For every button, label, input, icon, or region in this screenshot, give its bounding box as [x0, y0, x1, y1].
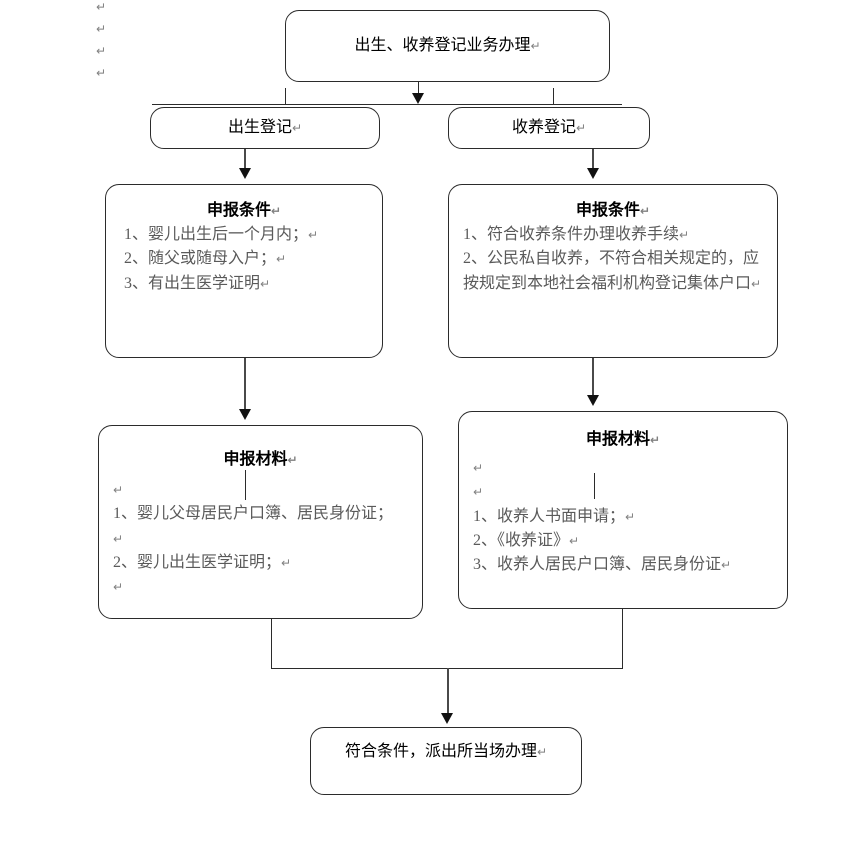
- list-item: 1、收养人书面申请；↵: [473, 507, 636, 525]
- left-condition-to-materials-arrow-icon: [239, 409, 251, 420]
- paragraph-mark-icon: ↵: [291, 121, 303, 135]
- paragraph-mark-icon: ↵: [308, 228, 319, 242]
- right-branch-to-condition-line: [592, 149, 594, 171]
- materials-birth-heading: 申报材料↵: [223, 451, 298, 468]
- left-condition-to-materials-line: [244, 358, 246, 413]
- paragraph-mark-icon: ↵: [575, 121, 587, 135]
- node-adoption-registration-text: 收养登记↵: [511, 119, 587, 136]
- paragraph-mark-icon: ↵: [96, 22, 107, 36]
- right-condition-to-materials-line: [592, 350, 594, 398]
- paragraph-mark-icon: ↵: [287, 453, 298, 467]
- paragraph-mark-icon: ↵: [260, 276, 271, 291]
- paragraph-mark-icon: ↵: [113, 483, 124, 497]
- node-title[interactable]: 出生、收养登记业务办理↵: [285, 10, 610, 82]
- branch-bus-horizontal: [152, 104, 622, 105]
- node-conditions-adoption[interactable]: 申报条件↵ 1、符合收养条件办理收养手续↵ 2、公民私自收养，不符合相关规定的，…: [448, 184, 778, 358]
- paragraph-mark-icon: ↵: [96, 66, 107, 80]
- paragraph-mark-icon: ↵: [649, 433, 661, 447]
- paragraph-mark-icon: ↵: [625, 509, 636, 524]
- branch-stub-right: [553, 88, 554, 105]
- materials-adoption-crossing-stub: [594, 473, 595, 499]
- conditions-adoption-body: 1、符合收养条件办理收养手续↵ 2、公民私自收养，不符合相关规定的，应按规定到本…: [449, 223, 777, 296]
- paragraph-mark-icon: ↵: [569, 533, 580, 548]
- list-item: 2、婴儿出生医学证明；↵: [113, 553, 292, 571]
- paragraph-mark-icon: ↵: [281, 555, 292, 570]
- paragraph-mark-icon: ↵: [96, 0, 107, 14]
- blank-line: ↵: [473, 456, 777, 480]
- list-item: 1、婴儿父母居民户口簿、居民身份证；↵: [113, 505, 394, 546]
- node-birth-registration-text: 出生登记↵: [227, 119, 303, 136]
- conditions-adoption-heading: 申报条件↵: [575, 202, 651, 219]
- paragraph-mark-icon: ↵: [113, 580, 124, 595]
- list-item: 2、随父或随母入户；↵: [124, 250, 287, 268]
- blank-line: ↵: [113, 575, 400, 599]
- node-adoption-registration[interactable]: 收养登记↵: [448, 107, 650, 149]
- paragraph-mark-icon: ↵: [473, 485, 484, 500]
- paragraph-mark-icon: ↵: [113, 531, 124, 546]
- paragraph-mark-icon: ↵: [270, 204, 282, 218]
- paragraph-mark-icon: ↵: [276, 252, 287, 267]
- blank-line: ↵: [113, 478, 400, 502]
- conditions-birth-heading: 申报条件↵: [206, 202, 282, 219]
- title-to-bus-line: [418, 82, 419, 96]
- paragraph-mark-icon: ↵: [473, 461, 484, 475]
- list-item: 2、公民私自收养，不符合相关规定的，应按规定到本地社会福利机构登记集体户口↵: [463, 250, 762, 292]
- list-item: 1、婴儿出生后一个月内；↵: [124, 226, 319, 243]
- node-result-text: 符合条件，派出所当场办理↵: [344, 743, 548, 760]
- conditions-birth-body: 1、婴儿出生后一个月内；↵ 2、随父或随母入户；↵ 3、有出生医学证明↵: [106, 223, 382, 296]
- left-branch-to-condition-line: [244, 149, 246, 171]
- materials-adoption-body: ↵ ↵ 1、收养人书面申请；↵ 2、《收养证》↵ 3、收养人居民户口簿、居民身份…: [459, 456, 787, 578]
- list-item: 3、有出生医学证明↵: [124, 274, 271, 292]
- node-title-text: 出生、收养登记业务办理↵: [354, 37, 541, 54]
- merge-drop-right: [622, 609, 623, 668]
- node-birth-registration[interactable]: 出生登记↵: [150, 107, 380, 149]
- merge-to-result-line: [447, 668, 449, 716]
- node-conditions-birth[interactable]: 申报条件↵ 1、婴儿出生后一个月内；↵ 2、随父或随母入户；↵ 3、有出生医学证…: [105, 184, 383, 358]
- paragraph-mark-icon: ↵: [721, 558, 732, 573]
- title-to-branch-arrow-icon: [412, 93, 424, 104]
- node-materials-adoption[interactable]: 申报材料↵ ↵ ↵ 1、收养人书面申请；↵ 2、《收养证》↵ 3、收养人居民户口…: [458, 411, 788, 609]
- paragraph-mark-icon: ↵: [96, 44, 107, 58]
- branch-stub-left: [285, 88, 286, 105]
- list-item: 2、《收养证》↵: [473, 531, 580, 549]
- paragraph-mark-icon: ↵: [530, 39, 541, 53]
- paragraph-mark-icon: ↵: [751, 276, 762, 291]
- node-materials-birth[interactable]: 申报材料↵ ↵ 1、婴儿父母居民户口簿、居民身份证；↵ 2、婴儿出生医学证明；↵…: [98, 425, 423, 619]
- paragraph-mark-icon: ↵: [639, 204, 651, 218]
- right-branch-to-condition-arrow-icon: [587, 168, 599, 179]
- node-result[interactable]: 符合条件，派出所当场办理↵: [310, 727, 582, 795]
- materials-birth-crossing-stub: [245, 470, 246, 500]
- list-item: 1、符合收养条件办理收养手续↵: [463, 226, 690, 243]
- merge-drop-left: [271, 619, 272, 668]
- materials-adoption-heading: 申报材料↵: [585, 431, 661, 448]
- list-item: 3、收养人居民户口簿、居民身份证↵: [473, 556, 732, 574]
- paragraph-mark-icon: ↵: [679, 228, 690, 242]
- materials-birth-body: ↵ 1、婴儿父母居民户口簿、居民身份证；↵ 2、婴儿出生医学证明；↵ ↵: [99, 478, 422, 600]
- right-condition-to-materials-arrow-icon: [587, 395, 599, 406]
- blank-line: ↵: [473, 480, 777, 504]
- merge-to-result-arrow-icon: [441, 713, 453, 724]
- left-branch-to-condition-arrow-icon: [239, 168, 251, 179]
- paragraph-mark-icon: ↵: [536, 745, 548, 759]
